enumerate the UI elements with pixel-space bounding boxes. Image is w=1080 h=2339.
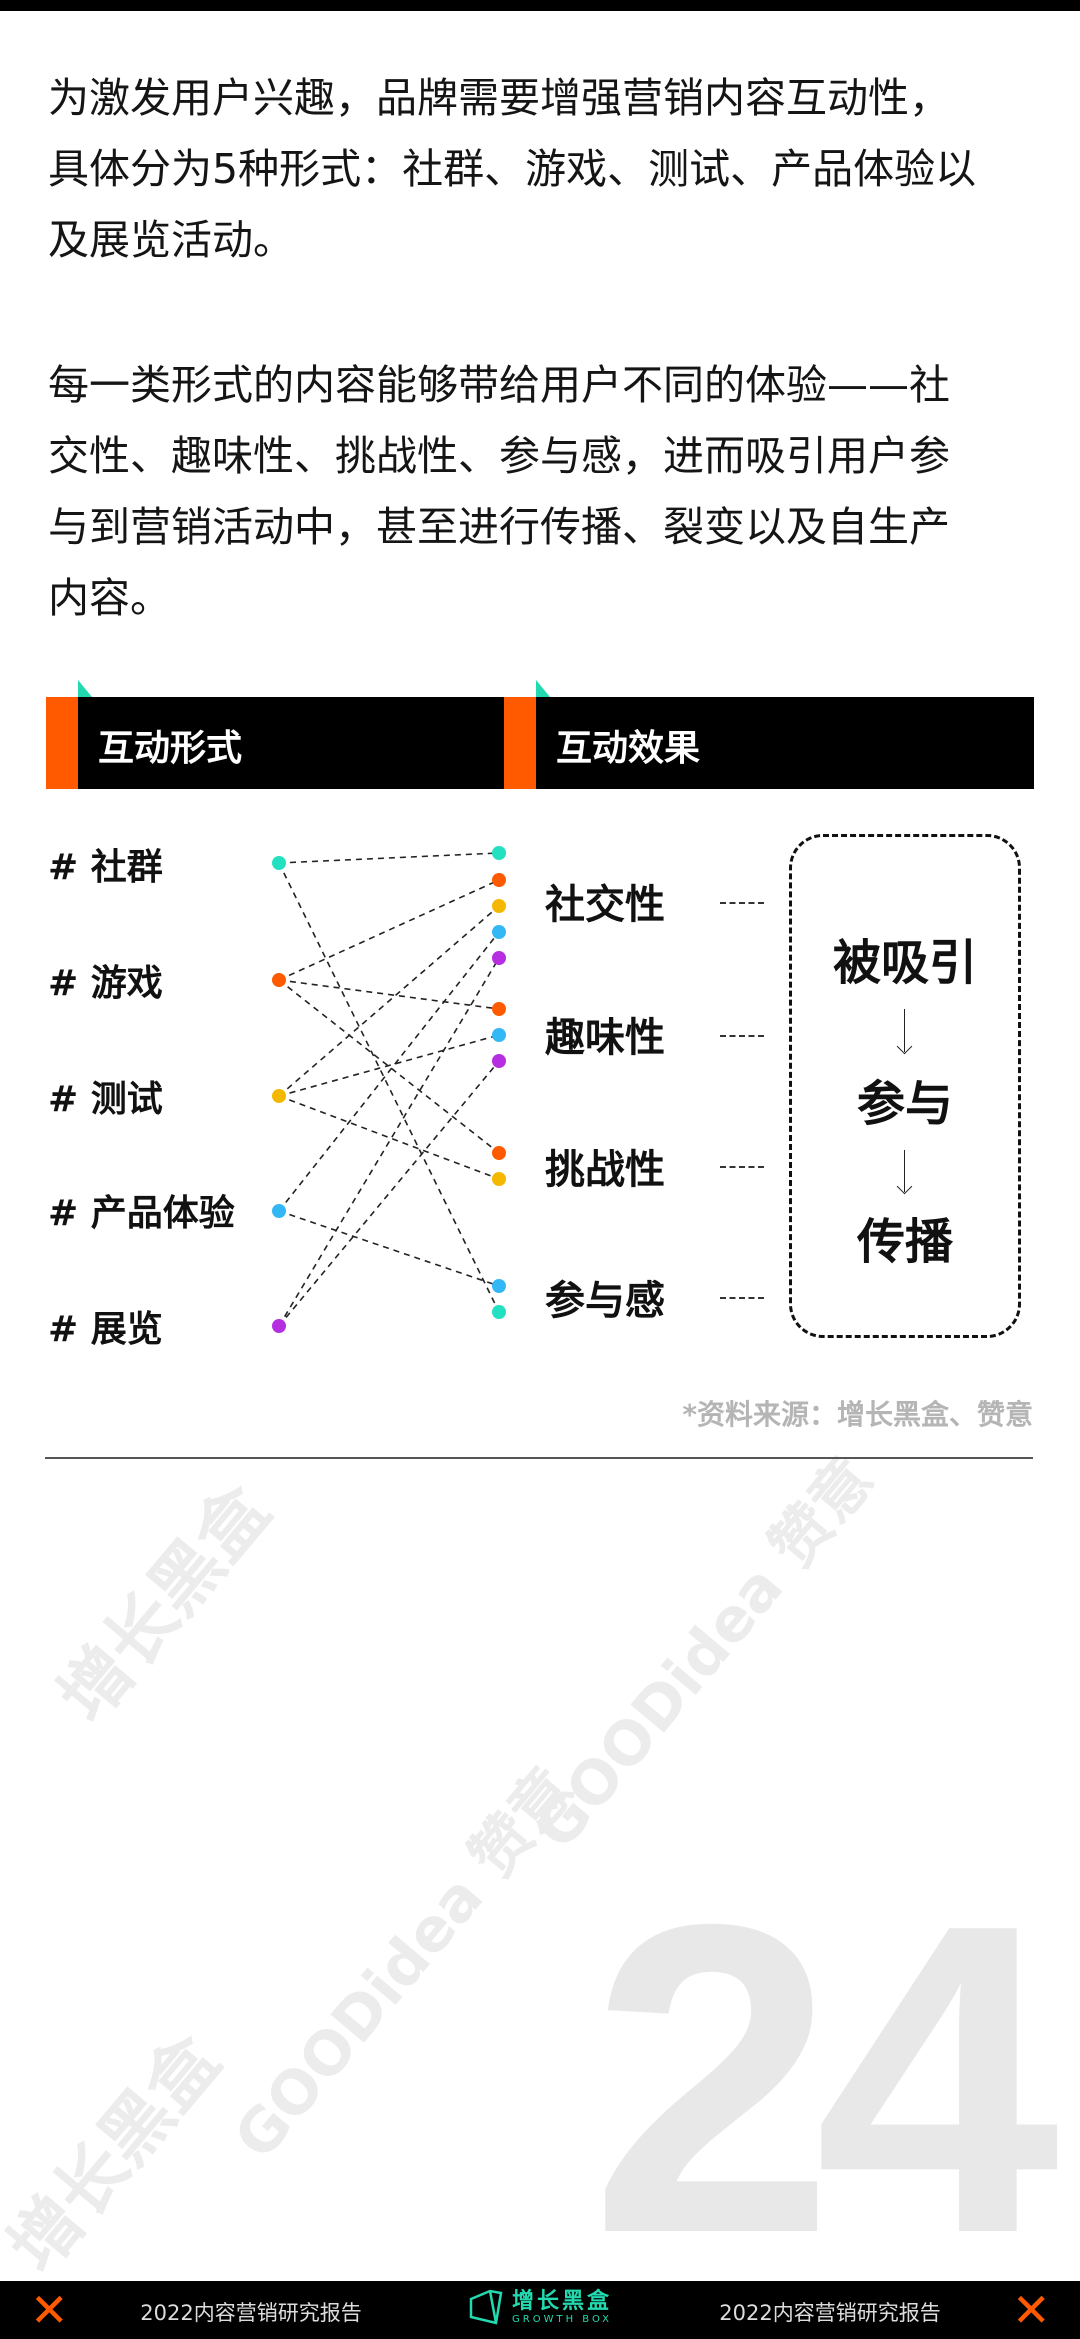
page-number: 24 bbox=[590, 1834, 1059, 2325]
accent-block bbox=[504, 697, 536, 789]
connection-dot bbox=[492, 899, 506, 913]
connection-dot bbox=[272, 1089, 286, 1103]
connection-line bbox=[278, 852, 500, 864]
effect-fun: 趣味性 bbox=[545, 1015, 665, 1061]
footer-left-text: 2022内容营销研究报告 bbox=[140, 2301, 362, 2325]
connection-dot bbox=[492, 873, 506, 887]
watermark: 增长黑盒 bbox=[0, 2019, 236, 2288]
connection-dot bbox=[492, 1054, 506, 1068]
connection-dot bbox=[492, 925, 506, 939]
form-product-experience: # 产品体验 bbox=[48, 1193, 235, 1234]
flow-spread: 传播 bbox=[856, 1214, 953, 1270]
text-line: 内容。 bbox=[48, 574, 171, 622]
connection-line bbox=[278, 1210, 500, 1287]
header-interaction-forms: 互动形式 bbox=[46, 680, 504, 789]
connection-line bbox=[278, 905, 500, 1097]
effect-sociality: 社交性 bbox=[545, 882, 665, 928]
effect-challenge: 挑战性 bbox=[545, 1147, 665, 1193]
connection-dot bbox=[492, 1146, 506, 1160]
connection-dot bbox=[492, 1305, 506, 1319]
flow-participate: 参与 bbox=[856, 1076, 953, 1132]
connection-dot bbox=[272, 856, 286, 870]
flow-attracted: 被吸引 bbox=[832, 935, 977, 991]
text-line: 与到营销活动中，甚至进行传播、裂变以及自生产 bbox=[48, 503, 950, 551]
dash-connector bbox=[720, 902, 764, 904]
detail-paragraph: 每一类形式的内容能够带给用户不同的体验——社 交性、趣味性、挑战性、参与感，进而… bbox=[48, 350, 950, 634]
dash-connector bbox=[720, 1166, 764, 1168]
watermark: GOODidea 赞意 bbox=[220, 1754, 588, 2173]
text-line: 每一类形式的内容能够带给用户不同的体验——社 bbox=[48, 361, 950, 409]
divider bbox=[45, 1457, 1033, 1459]
connection-dot bbox=[492, 1002, 506, 1016]
accent-triangle bbox=[536, 680, 550, 697]
logo-subtitle: GROWTH BOX bbox=[512, 2313, 613, 2325]
text-line: 具体分为5种形式：社群、游戏、测试、产品体验以 bbox=[48, 145, 977, 193]
connection-line bbox=[278, 979, 500, 1154]
connection-line bbox=[278, 1034, 500, 1097]
connection-dot bbox=[492, 1279, 506, 1293]
connection-dot bbox=[272, 973, 286, 987]
source-note: *资料来源：增长黑盒、赞意 bbox=[682, 1398, 1033, 1431]
accent-block bbox=[46, 697, 78, 789]
header-interaction-effects: 互动效果 bbox=[504, 680, 1034, 789]
connection-line bbox=[278, 879, 500, 981]
arrow-down-icon bbox=[904, 1009, 905, 1052]
connection-line bbox=[278, 931, 500, 1212]
cube-icon bbox=[469, 2289, 503, 2325]
form-social-group: # 社群 bbox=[48, 847, 163, 888]
connection-line bbox=[278, 1095, 500, 1180]
arrow-down-icon bbox=[904, 1150, 905, 1192]
connection-dot bbox=[492, 1172, 506, 1186]
connection-dot bbox=[492, 951, 506, 965]
footer-right-text: 2022内容营销研究报告 bbox=[719, 2301, 941, 2325]
goodidea-x-icon: ✕ bbox=[1012, 2283, 1051, 2337]
connection-line bbox=[278, 957, 500, 1327]
form-game: # 游戏 bbox=[48, 963, 163, 1004]
dash-connector bbox=[720, 1035, 764, 1037]
intro-paragraph: 为激发用户兴趣，品牌需要增强营销内容互动性， 具体分为5种形式：社群、游戏、测试… bbox=[48, 63, 976, 276]
connection-line bbox=[278, 979, 500, 1010]
form-test: # 测试 bbox=[48, 1079, 163, 1120]
effect-participation: 参与感 bbox=[545, 1278, 665, 1324]
connection-dot bbox=[272, 1204, 286, 1218]
logo-name: 增长黑盒 bbox=[512, 2288, 613, 2314]
dash-connector bbox=[720, 1297, 764, 1299]
header-label: 互动效果 bbox=[556, 728, 701, 769]
connection-dot bbox=[492, 1028, 506, 1042]
text-line: 交性、趣味性、挑战性、参与感，进而吸引用户参 bbox=[48, 432, 950, 480]
text-line: 及展览活动。 bbox=[48, 216, 294, 264]
header-label: 互动形式 bbox=[98, 728, 243, 769]
accent-triangle bbox=[78, 680, 92, 697]
text-line: 为激发用户兴趣，品牌需要增强营销内容互动性， bbox=[48, 74, 950, 122]
connection-line bbox=[278, 1060, 500, 1327]
connection-diagram bbox=[272, 846, 506, 1333]
connection-dot bbox=[492, 846, 506, 860]
connection-dot bbox=[272, 1319, 286, 1333]
top-bar bbox=[0, 0, 1080, 11]
goodidea-x-icon: ✕ bbox=[30, 2283, 69, 2337]
flow-box bbox=[789, 834, 1021, 1338]
watermark: GOODidea 赞意 bbox=[520, 1444, 888, 1863]
watermark: 增长黑盒 bbox=[42, 1469, 286, 1738]
form-exhibition: # 展览 bbox=[48, 1309, 163, 1350]
